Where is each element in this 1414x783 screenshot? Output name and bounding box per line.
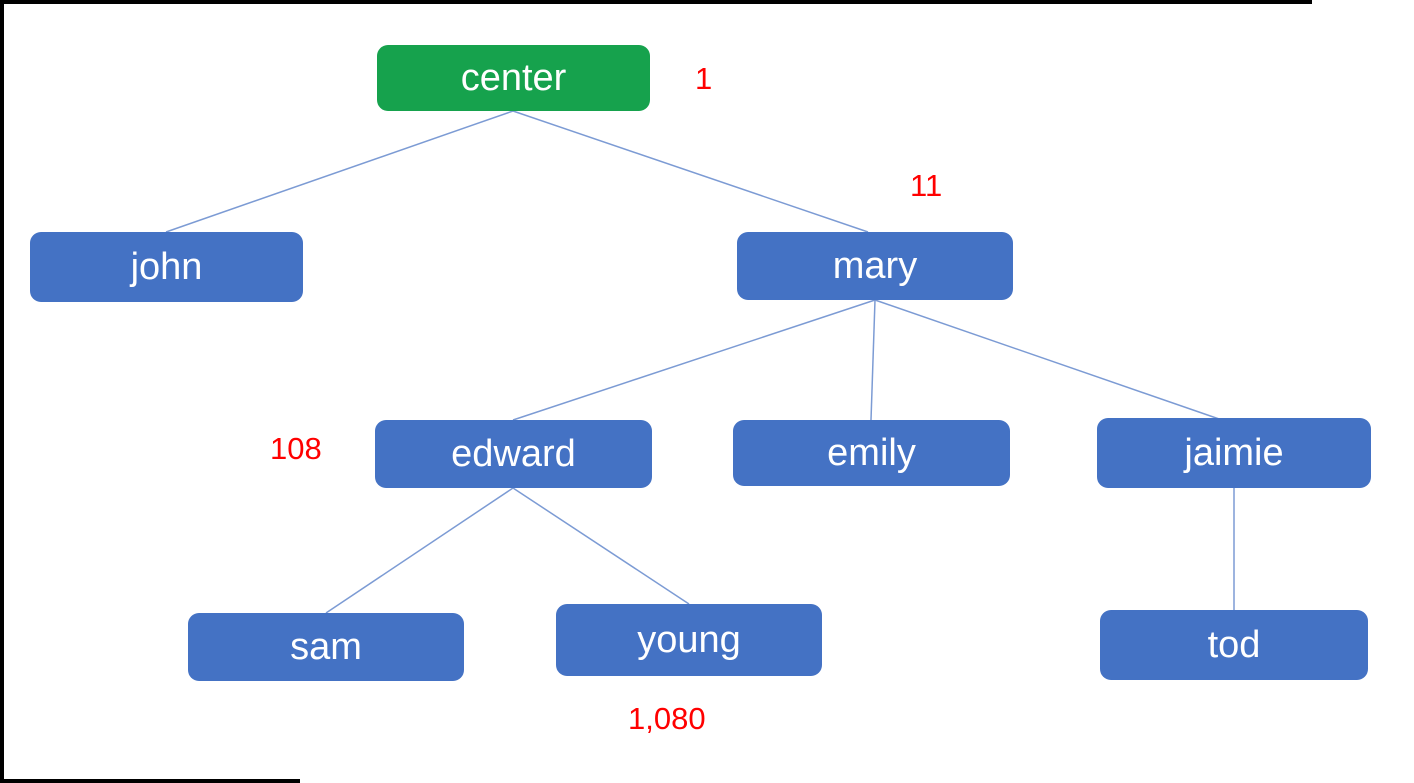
node-tod[interactable]: tod: [1100, 610, 1368, 680]
node-young[interactable]: young: [556, 604, 822, 676]
frame-border-left: [0, 0, 4, 783]
node-young-label: young: [637, 619, 741, 661]
connector-mary-jaimie: [874, 299, 1223, 421]
node-emily[interactable]: emily: [733, 420, 1010, 486]
connector-edward-young: [512, 487, 690, 605]
annotation-center: 1: [695, 61, 713, 96]
node-mary[interactable]: mary: [737, 232, 1013, 300]
connector-center-john: [165, 110, 514, 233]
node-edward[interactable]: edward: [375, 420, 652, 488]
node-center[interactable]: center: [377, 45, 650, 111]
connector-edward-sam: [325, 487, 514, 614]
frame-border-bottom: [0, 779, 300, 783]
node-sam[interactable]: sam: [188, 613, 464, 681]
node-jaimie-label: jaimie: [1184, 432, 1284, 474]
connector-mary-edward: [512, 299, 876, 421]
node-sam-label: sam: [290, 626, 362, 668]
connector-mary-emily: [870, 299, 876, 421]
frame-border-top: [0, 0, 1312, 4]
node-center-label: center: [460, 57, 567, 99]
node-mary-label: mary: [832, 245, 918, 287]
node-john[interactable]: john: [30, 232, 303, 302]
node-tod-label: tod: [1207, 624, 1261, 666]
node-emily-label: emily: [827, 432, 916, 474]
node-jaimie[interactable]: jaimie: [1097, 418, 1371, 488]
node-edward-label: edward: [451, 433, 576, 475]
annotation-edward: 108: [270, 431, 322, 466]
connector-center-mary: [512, 110, 869, 233]
node-john-label: john: [130, 246, 203, 288]
annotation-young: 1,080: [628, 701, 706, 736]
annotation-mary: 11: [910, 168, 943, 203]
